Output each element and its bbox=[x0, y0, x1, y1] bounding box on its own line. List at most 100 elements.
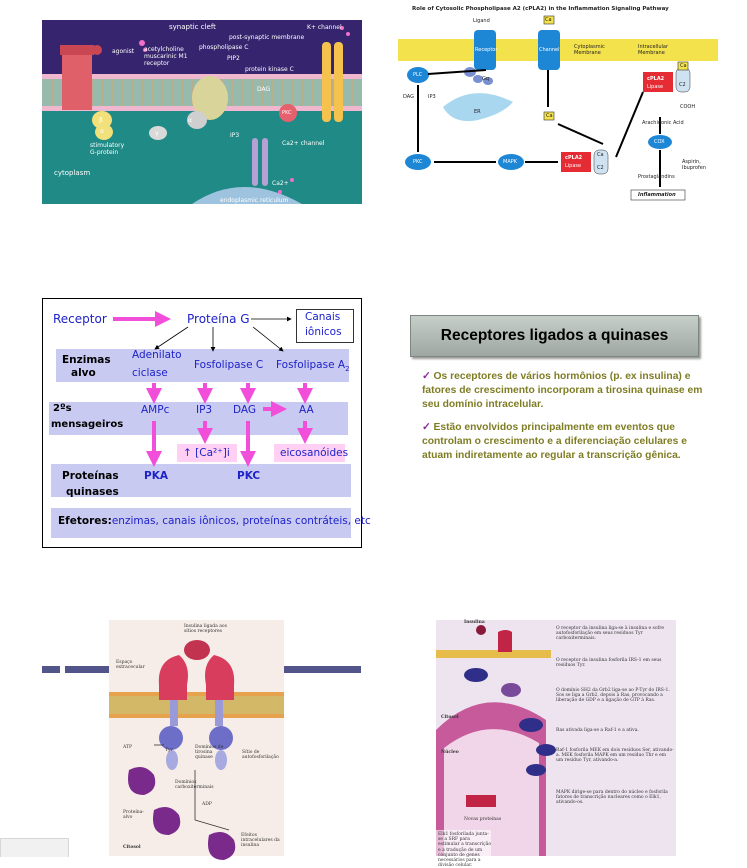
novas-label: Novas proteínas bbox=[464, 817, 502, 822]
ca-label-2: Ca bbox=[546, 113, 553, 119]
ip3-label: IP3 bbox=[428, 94, 436, 100]
step-6: MAPK dirige-se para dentro do núcleo e f… bbox=[556, 790, 668, 806]
channels-box bbox=[296, 309, 354, 343]
post-membrane-label: post-synaptic membrane bbox=[229, 34, 305, 41]
bullet-2-text: Estão envolvidos principalmente em event… bbox=[422, 422, 687, 461]
er-label: endoplasmic reticulum bbox=[220, 197, 289, 204]
synaptic-diagram: synaptic cleft agonist acetylcholine mus… bbox=[42, 20, 362, 204]
a2-subscript: 2 bbox=[345, 365, 350, 374]
cox-label: COX bbox=[654, 139, 665, 145]
mapk-label: MAPK bbox=[503, 159, 518, 165]
pkc-label: PKC bbox=[237, 470, 261, 482]
calcium-box bbox=[177, 444, 237, 462]
efetores-text: enzimas, canais iônicos, proteínas contr… bbox=[111, 515, 371, 527]
prostaglandins-label: Prostaglandins bbox=[638, 174, 675, 180]
pip2-label: PIP2 bbox=[227, 55, 240, 62]
page-nav-control[interactable] bbox=[0, 838, 69, 857]
k-channel-label: K+ channel bbox=[307, 24, 342, 31]
cpla2-top-label: cPLA2 bbox=[647, 76, 665, 82]
step-3: O domínio SH2 da Grb2 liga-se ao P-Tyr d… bbox=[556, 688, 670, 704]
adp-label: ADP bbox=[202, 802, 212, 807]
c2-bottom-label: C2 bbox=[597, 165, 604, 171]
decor-bar-left-2 bbox=[65, 666, 109, 673]
cytoplasm-label: cytoplasm bbox=[54, 169, 91, 177]
decor-bar-left-1 bbox=[42, 666, 60, 673]
proteina-alvo-label: Proteína-alvo bbox=[123, 810, 144, 821]
espaco-label: Espaço extracecular bbox=[116, 660, 145, 671]
nucleo-label: Núcleo bbox=[441, 750, 459, 755]
slide-title: Receptores ligados a quinases bbox=[410, 315, 699, 357]
kinases-band bbox=[51, 464, 351, 497]
alpha-label: α bbox=[100, 128, 104, 135]
aspirin-label: Aspirin, Ibuprofen bbox=[682, 159, 707, 171]
ca-bottom-label: Ca bbox=[597, 152, 604, 158]
ca-top-label: Ca bbox=[680, 63, 687, 69]
channel-label: Channel bbox=[539, 47, 560, 53]
adenilato-label-1: Adenilato bbox=[132, 349, 182, 361]
step-7: Elk1 fosforilada junta-se a SRF para est… bbox=[438, 832, 492, 868]
synaptic-artwork bbox=[42, 20, 362, 204]
arachidonic-label: Arachidonic Acid bbox=[642, 120, 684, 126]
tyr-label: Tyr bbox=[165, 748, 173, 753]
dag-label: DAG bbox=[403, 94, 414, 100]
pkc-long-label: protein kinase C bbox=[245, 66, 294, 73]
decor-bar-right bbox=[284, 666, 361, 673]
proteinas-label-1: Proteínas bbox=[62, 470, 119, 482]
mensageiros-label-2: mensageiros bbox=[51, 419, 124, 430]
lipase-top-label: Lipase bbox=[647, 84, 664, 90]
enzymes-band bbox=[56, 349, 349, 382]
table-arrows bbox=[113, 311, 313, 467]
atp-label: ATP bbox=[123, 745, 133, 750]
canais-label-2: iônicos bbox=[305, 326, 342, 338]
receptor-label: Receptor bbox=[53, 312, 107, 326]
sitio-auto-label: Sítio de autofosforilação bbox=[242, 750, 279, 761]
ampc-label: AMPc bbox=[141, 404, 170, 416]
citosol-label: Citosol bbox=[441, 715, 459, 720]
second-messengers-table: Receptor Proteína G Canais iônicos Enzim… bbox=[42, 298, 371, 548]
check-icon: ✓ bbox=[422, 422, 431, 433]
fosfolipase-c-label: Fosfolipase C bbox=[194, 359, 264, 371]
fosfolipase-a2-label: Fosfolipase A2 bbox=[276, 359, 350, 373]
c2-top-label: C2 bbox=[679, 82, 686, 88]
cpla2-pathway-diagram: Role of Cytosolic Phospholipase A2 (cPLA… bbox=[398, 2, 718, 207]
dominios-tyr-label: Domínios de tirosina quinase bbox=[195, 745, 224, 761]
intra-membrane-label: Intracellular Membrane bbox=[638, 44, 669, 56]
receptor-label: Receptor bbox=[475, 47, 498, 53]
kinase-receptors-slide: Receptores ligados a quinases ✓ Os recep… bbox=[400, 300, 720, 500]
cpla2-title: Role of Cytosolic Phospholipase A2 (cPLA… bbox=[412, 6, 669, 12]
agonist-label: agonist bbox=[112, 48, 135, 55]
bullet-1: ✓ Os receptores de vários hormônios (p. … bbox=[422, 370, 718, 412]
g-protein-label: stimulatory G-protein bbox=[90, 142, 125, 156]
pkc-label: PKC bbox=[413, 159, 423, 165]
cyto-membrane-label: Cytoplasmic Membrane bbox=[574, 44, 605, 56]
lipase-bottom-label: Lipase bbox=[565, 163, 582, 169]
ca-channel-label: Ca2+ channel bbox=[282, 140, 325, 147]
pkc-label: PKC bbox=[282, 110, 292, 116]
gq-label: Gq bbox=[482, 76, 490, 82]
step-1: O receptor da insulina liga-se à insulin… bbox=[556, 626, 665, 642]
step-2: O receptor da insulina fosforila IRS-1 e… bbox=[556, 658, 662, 669]
insulin-receptor-figure: Insulina ligada aos sítios receptores Es… bbox=[109, 620, 284, 860]
cpla2-bottom-label: cPLA2 bbox=[565, 155, 583, 161]
ligand-label: Ligand bbox=[473, 18, 490, 24]
efeitos-label: Efeitos intracelulares da insulina bbox=[241, 833, 280, 849]
canais-label-1: Canais bbox=[305, 311, 341, 323]
insulin-signaling-artwork bbox=[436, 625, 556, 856]
step-4: Ras ativada liga-se a Raf-1 e a ativa. bbox=[556, 728, 639, 733]
check-icon: ✓ bbox=[422, 371, 431, 382]
citosol-label: Citosol bbox=[123, 845, 141, 850]
plc-label: PLC bbox=[413, 72, 423, 78]
synaptic-cleft-label: synaptic cleft bbox=[169, 23, 216, 31]
bullet-1-text: Os receptores de vários hormônios (p. ex… bbox=[422, 371, 703, 410]
enzimas-label-1: Enzimas bbox=[62, 354, 111, 366]
dominios-carb-label: Domínios carboxiterminais bbox=[175, 780, 214, 791]
eicosanoides-label: eicosanóides bbox=[280, 447, 349, 459]
effectors-band bbox=[51, 508, 351, 538]
dag-label: DAG bbox=[257, 86, 271, 93]
adenilato-label-2: ciclase bbox=[132, 367, 168, 379]
plc-label: phospholipase C bbox=[199, 44, 249, 51]
insulin-signaling-figure: O receptor da insulina liga-se à insulin… bbox=[436, 620, 676, 868]
ca-label: Ca bbox=[545, 17, 552, 23]
inflammation-label: Inflammation bbox=[638, 192, 676, 198]
proteinas-label-2: quinases bbox=[66, 486, 119, 498]
